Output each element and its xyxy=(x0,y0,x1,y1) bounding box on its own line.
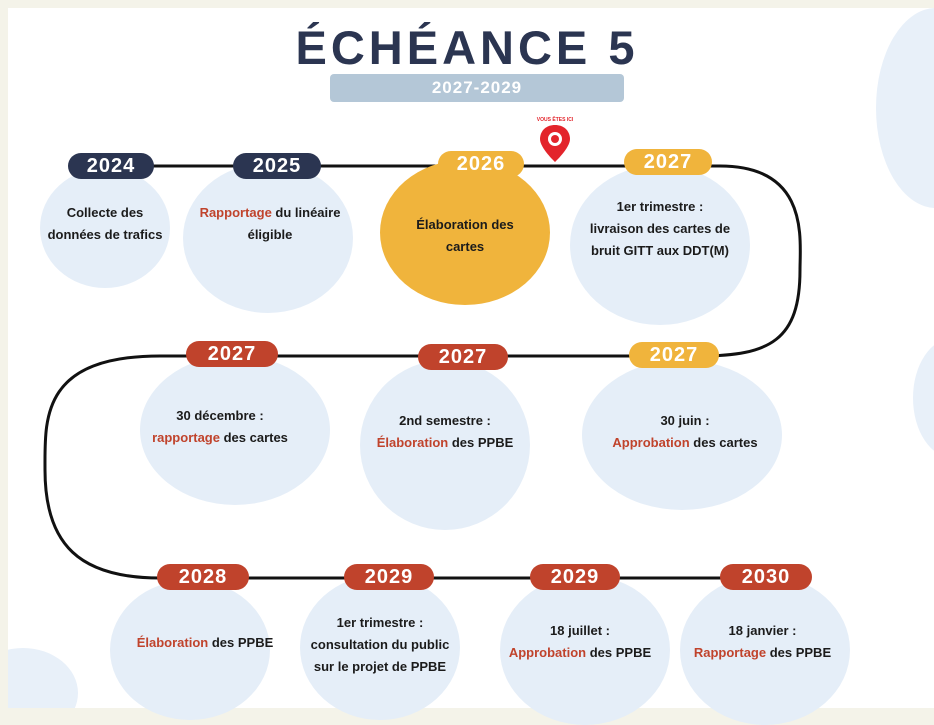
year-pill: 2029 xyxy=(530,564,620,590)
step-bubble xyxy=(110,580,270,720)
year-pill: 2027 xyxy=(629,342,719,368)
step-bubble xyxy=(360,360,530,530)
step-bubble xyxy=(140,355,330,505)
page-title: ÉCHÉANCE 5 xyxy=(295,21,639,74)
step-description: Élaboration des PPBE xyxy=(136,635,274,650)
step-bubble xyxy=(680,575,850,725)
year-pill: 2030 xyxy=(720,564,812,590)
timeline-path xyxy=(43,164,802,580)
step-bubble xyxy=(500,575,670,725)
step-bubble xyxy=(300,575,460,720)
period-badge: 2027-2029 xyxy=(330,74,624,102)
step-description: 18 janvier : Rapportage des PPBE xyxy=(693,623,832,660)
year-pill: 2027 xyxy=(624,149,712,175)
decorative-blob-mid-right xyxy=(913,338,934,458)
step-bubble xyxy=(40,168,170,288)
step-description: 18 juillet : Approbation des PPBE xyxy=(508,623,652,660)
step-description: 1er trimestre : livraison des cartes de … xyxy=(589,199,731,258)
step-bubble xyxy=(183,163,353,313)
year-pill: 2026 xyxy=(438,151,524,177)
year-pill: 2027 xyxy=(418,344,508,370)
step-description: 30 décembre : rapportage des cartes xyxy=(152,408,288,445)
year-pill: 2025 xyxy=(233,153,321,179)
year-pill: 2029 xyxy=(344,564,434,590)
year-pill: 2024 xyxy=(68,153,154,179)
step-description: Élaboration des cartes xyxy=(416,217,514,254)
location-pin-icon: VOUS ÊTES ICI xyxy=(535,115,575,170)
year-pill: 2028 xyxy=(157,564,249,590)
step-description: 1er trimestre : consultation du public s… xyxy=(310,615,450,674)
step-bubble xyxy=(582,360,782,510)
year-pill: 2027 xyxy=(186,341,278,367)
current-step-bubble xyxy=(380,160,550,305)
step-description: Rapportage du linéaire éligible xyxy=(199,205,341,242)
step-description: Collecte des données de trafics xyxy=(47,205,163,242)
step-description: 2nd semestre : Élaboration des PPBE xyxy=(376,413,514,450)
marker-label: VOUS ÊTES ICI xyxy=(537,115,574,123)
step-bubble xyxy=(570,165,750,325)
step-description: 30 juin : Approbation des cartes xyxy=(612,413,758,450)
